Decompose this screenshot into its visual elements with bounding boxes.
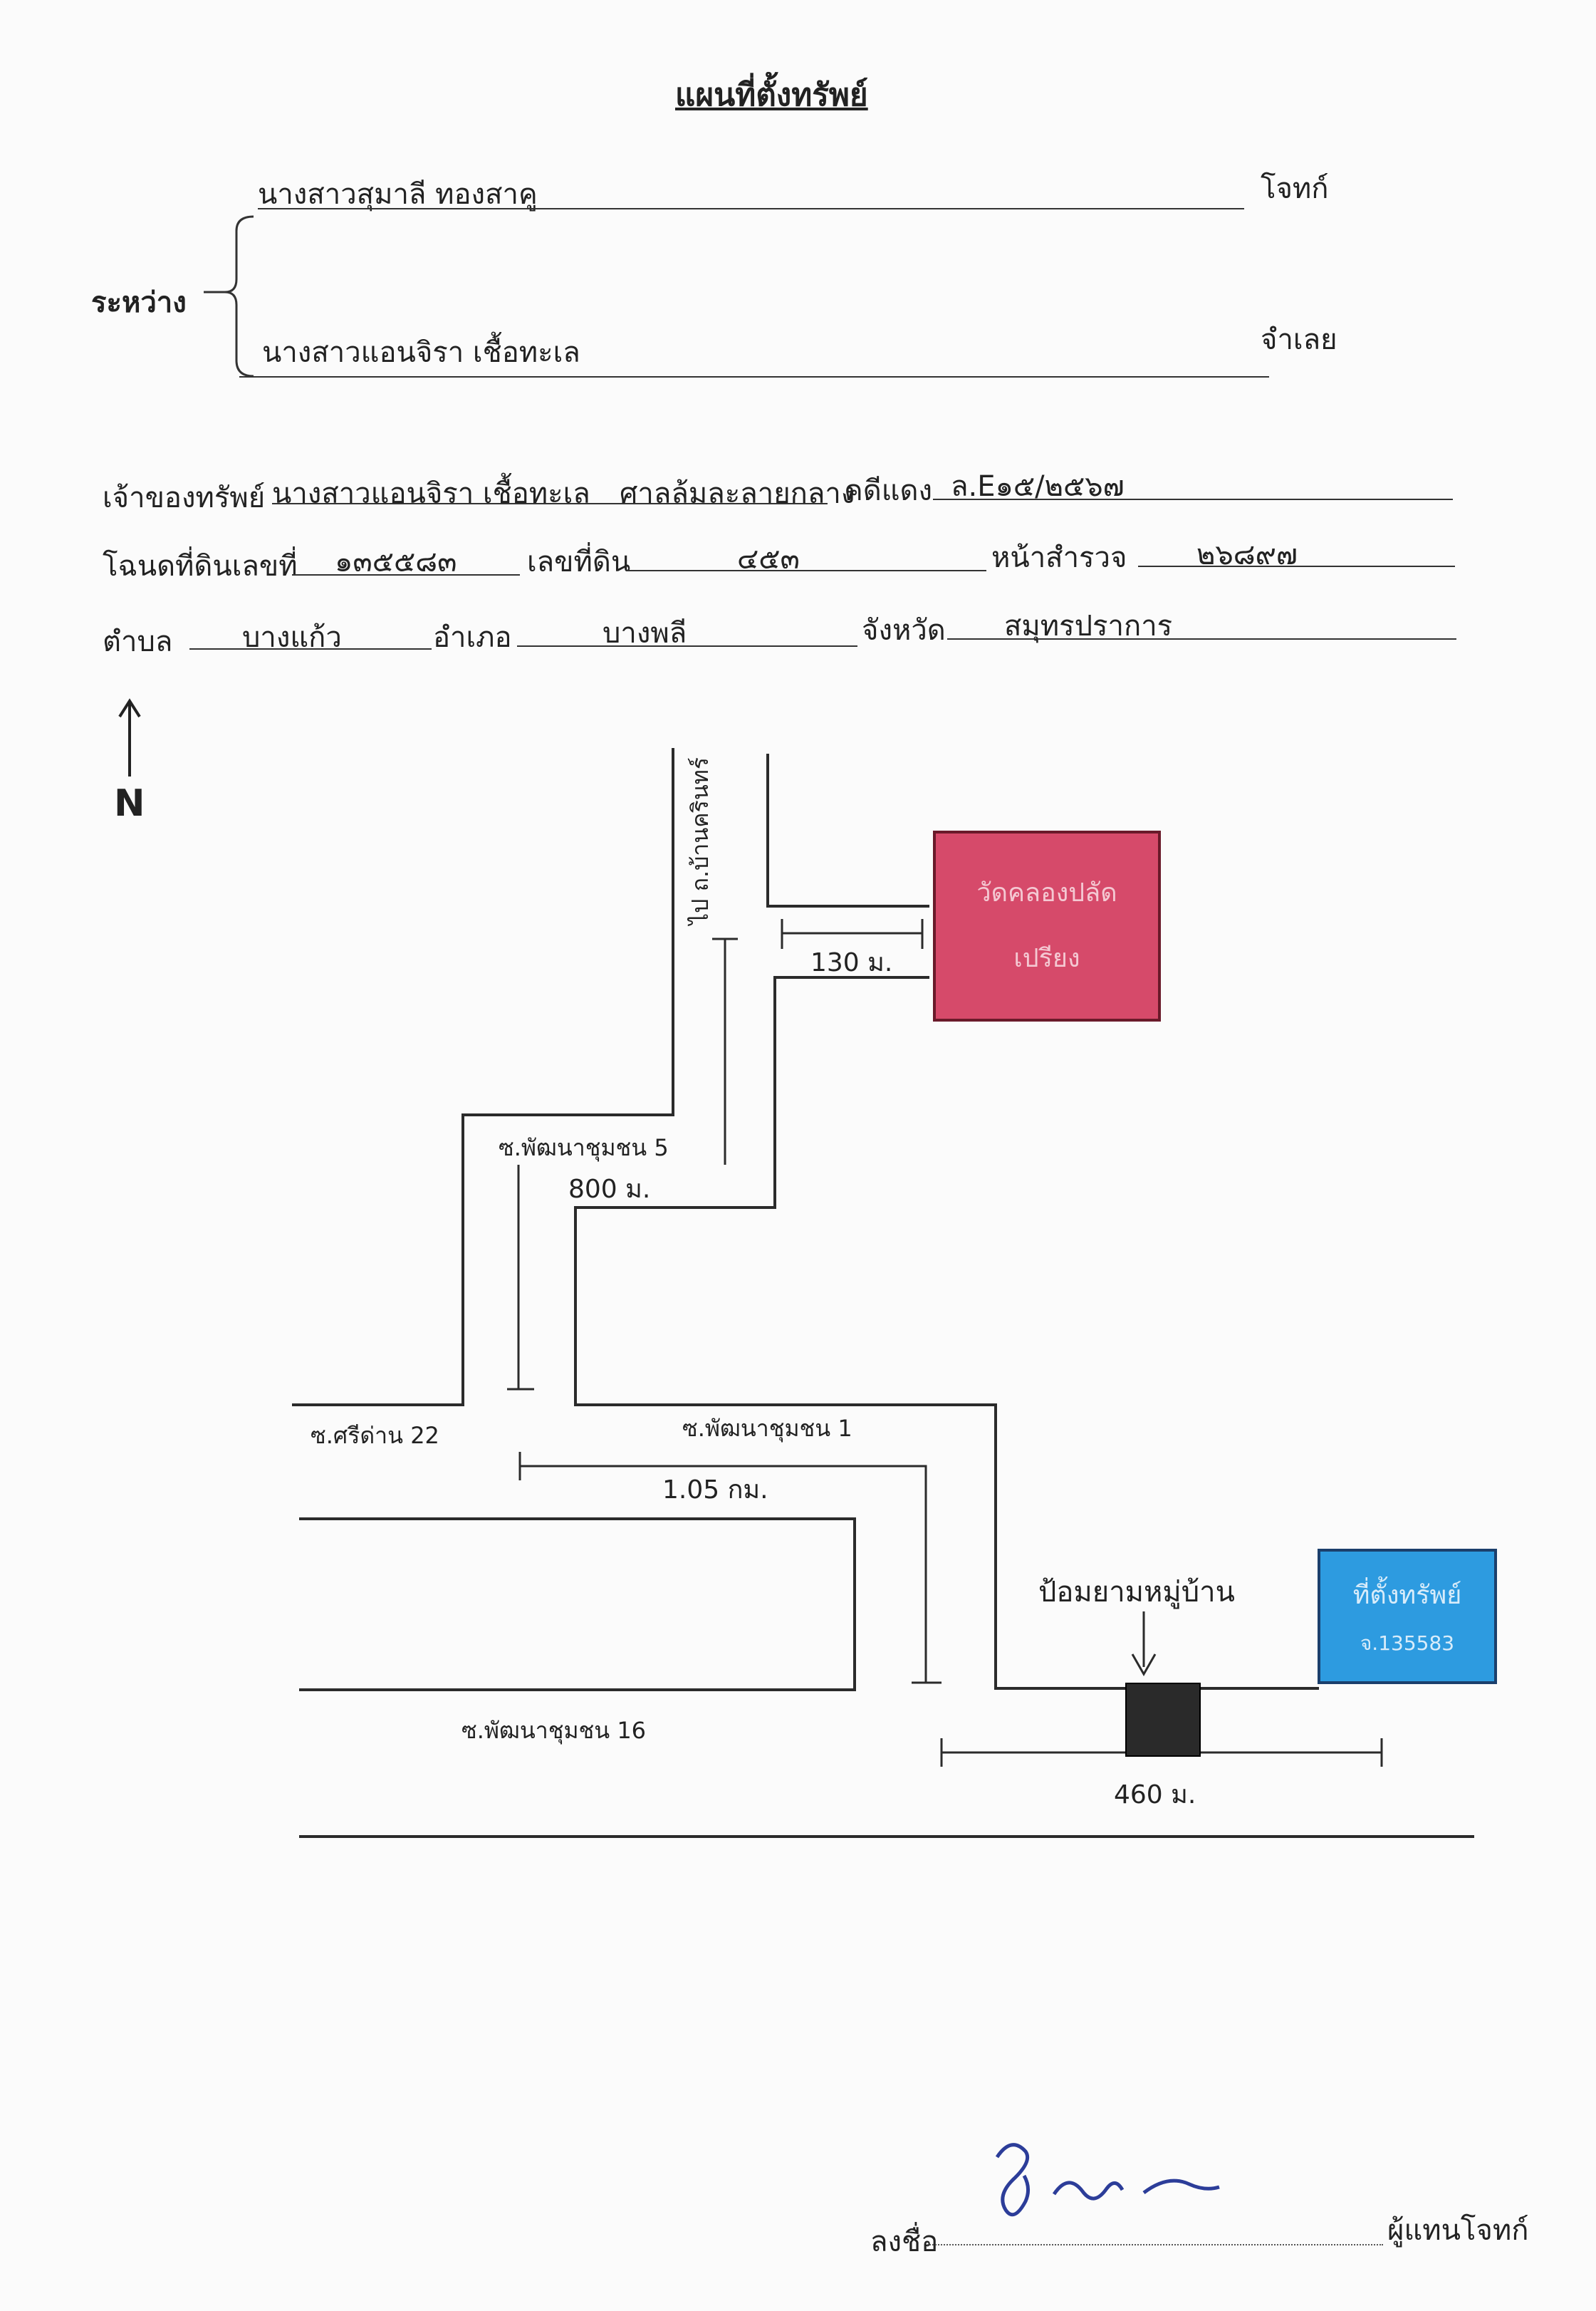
dist-label-105: 1.05 กม. [662,1475,768,1505]
road-label-sridan22: ซ.ศรีด่าน 22 [311,1422,439,1449]
guard-house-marker [1125,1683,1201,1757]
between-label: ระหว่าง [91,286,187,319]
dist-label-130: 130 ม. [810,948,893,977]
main-road-right-edge-lower [574,976,1319,1690]
road-label-soi1: ซ.พัฒนาชุมชน 1 [682,1415,852,1442]
deed-underline [292,574,520,576]
signer-role: ผู้แทนโจทก์ [1387,2214,1529,2247]
temple-name-line1: วัดคลองปลัด [976,878,1117,908]
road-label-bannakarin: ไป ถ.บ้านครินทร์ [687,757,714,925]
land-underline [627,570,986,571]
subdistrict-underline [189,648,432,650]
survey-label: หน้าสำรวจ [991,541,1127,574]
subdistrict-label: ตำบล [103,625,173,658]
owner-label: เจ้าของทรัพย์ [103,482,266,514]
owner-underline [272,503,828,504]
plaintiff-role: โจทก์ [1261,172,1329,205]
guard-pointer-arrowhead [1131,1653,1157,1677]
case-underline [933,499,1453,500]
dist-label-800: 800 ม. [568,1175,651,1204]
survey-underline [1138,566,1455,567]
property-label: ที่ตั้งทรัพย์ [1352,1580,1462,1610]
defendant-name: นางสาวแอนจิรา เชื้อทะเล [262,336,580,369]
district-value: บางพลี [603,617,687,650]
defendant-role: จำเลย [1261,323,1337,356]
road-label-soi5: ซ.พัฒนาชุมชน 5 [499,1134,669,1161]
main-road-left-edge [292,748,674,1406]
deed-value: ๑๓๕๕๘๓ [335,546,457,578]
guard-house-label: ป้อมยามหมู่บ้าน [1038,1576,1235,1609]
temple-name-line2: เปรียง [1013,944,1080,973]
province-underline [947,638,1456,640]
road-label-soi16: ซ.พัฒนาชุมชน 16 [461,1717,647,1744]
district-label: อำเภอ [433,621,512,654]
court-value: ศาลล้มละลายกลาง [620,477,855,510]
district-underline [517,645,857,647]
province-label: จังหวัด [862,614,946,647]
between-bracket [204,215,254,378]
dim-105-line [520,1465,927,1683]
signature-dotted-line [927,2244,1383,2245]
defendant-line [239,376,1269,378]
document-title: แผนที่ตั้งทรัพย์ [675,77,868,113]
north-arrow-icon [118,698,141,777]
sign-label: ลงชื่อ [870,2226,939,2258]
province-value: สมุทรปราการ [1004,610,1173,643]
land-label: เลขที่ดิน [527,546,631,578]
plaintiff-line [258,208,1244,209]
dist-label-460: 460 ม. [1114,1780,1196,1809]
owner-value: นางสาวแอนจิรา เชื้อทะเล [272,477,590,510]
temple-landmark: วัดคลองปลัด เปรียง [933,831,1161,1022]
case-value: ล.E๑๕/๒๕๖๗ [951,470,1125,503]
north-label: N [114,782,145,825]
soi16-road-top-edge [299,1517,856,1691]
property-deed-number: จ.135583 [1360,1631,1455,1655]
main-road-right-edge [766,754,929,908]
property-location-box: ที่ตั้งทรัพย์ จ.135583 [1318,1549,1497,1684]
case-label: คดีแดง [844,474,933,507]
deed-label: โฉนดที่ดินเลขที่ [103,550,298,583]
plaintiff-name: นางสาวสุมาลี ทองสาคู [258,178,538,211]
handwritten-signature [995,2143,1220,2217]
